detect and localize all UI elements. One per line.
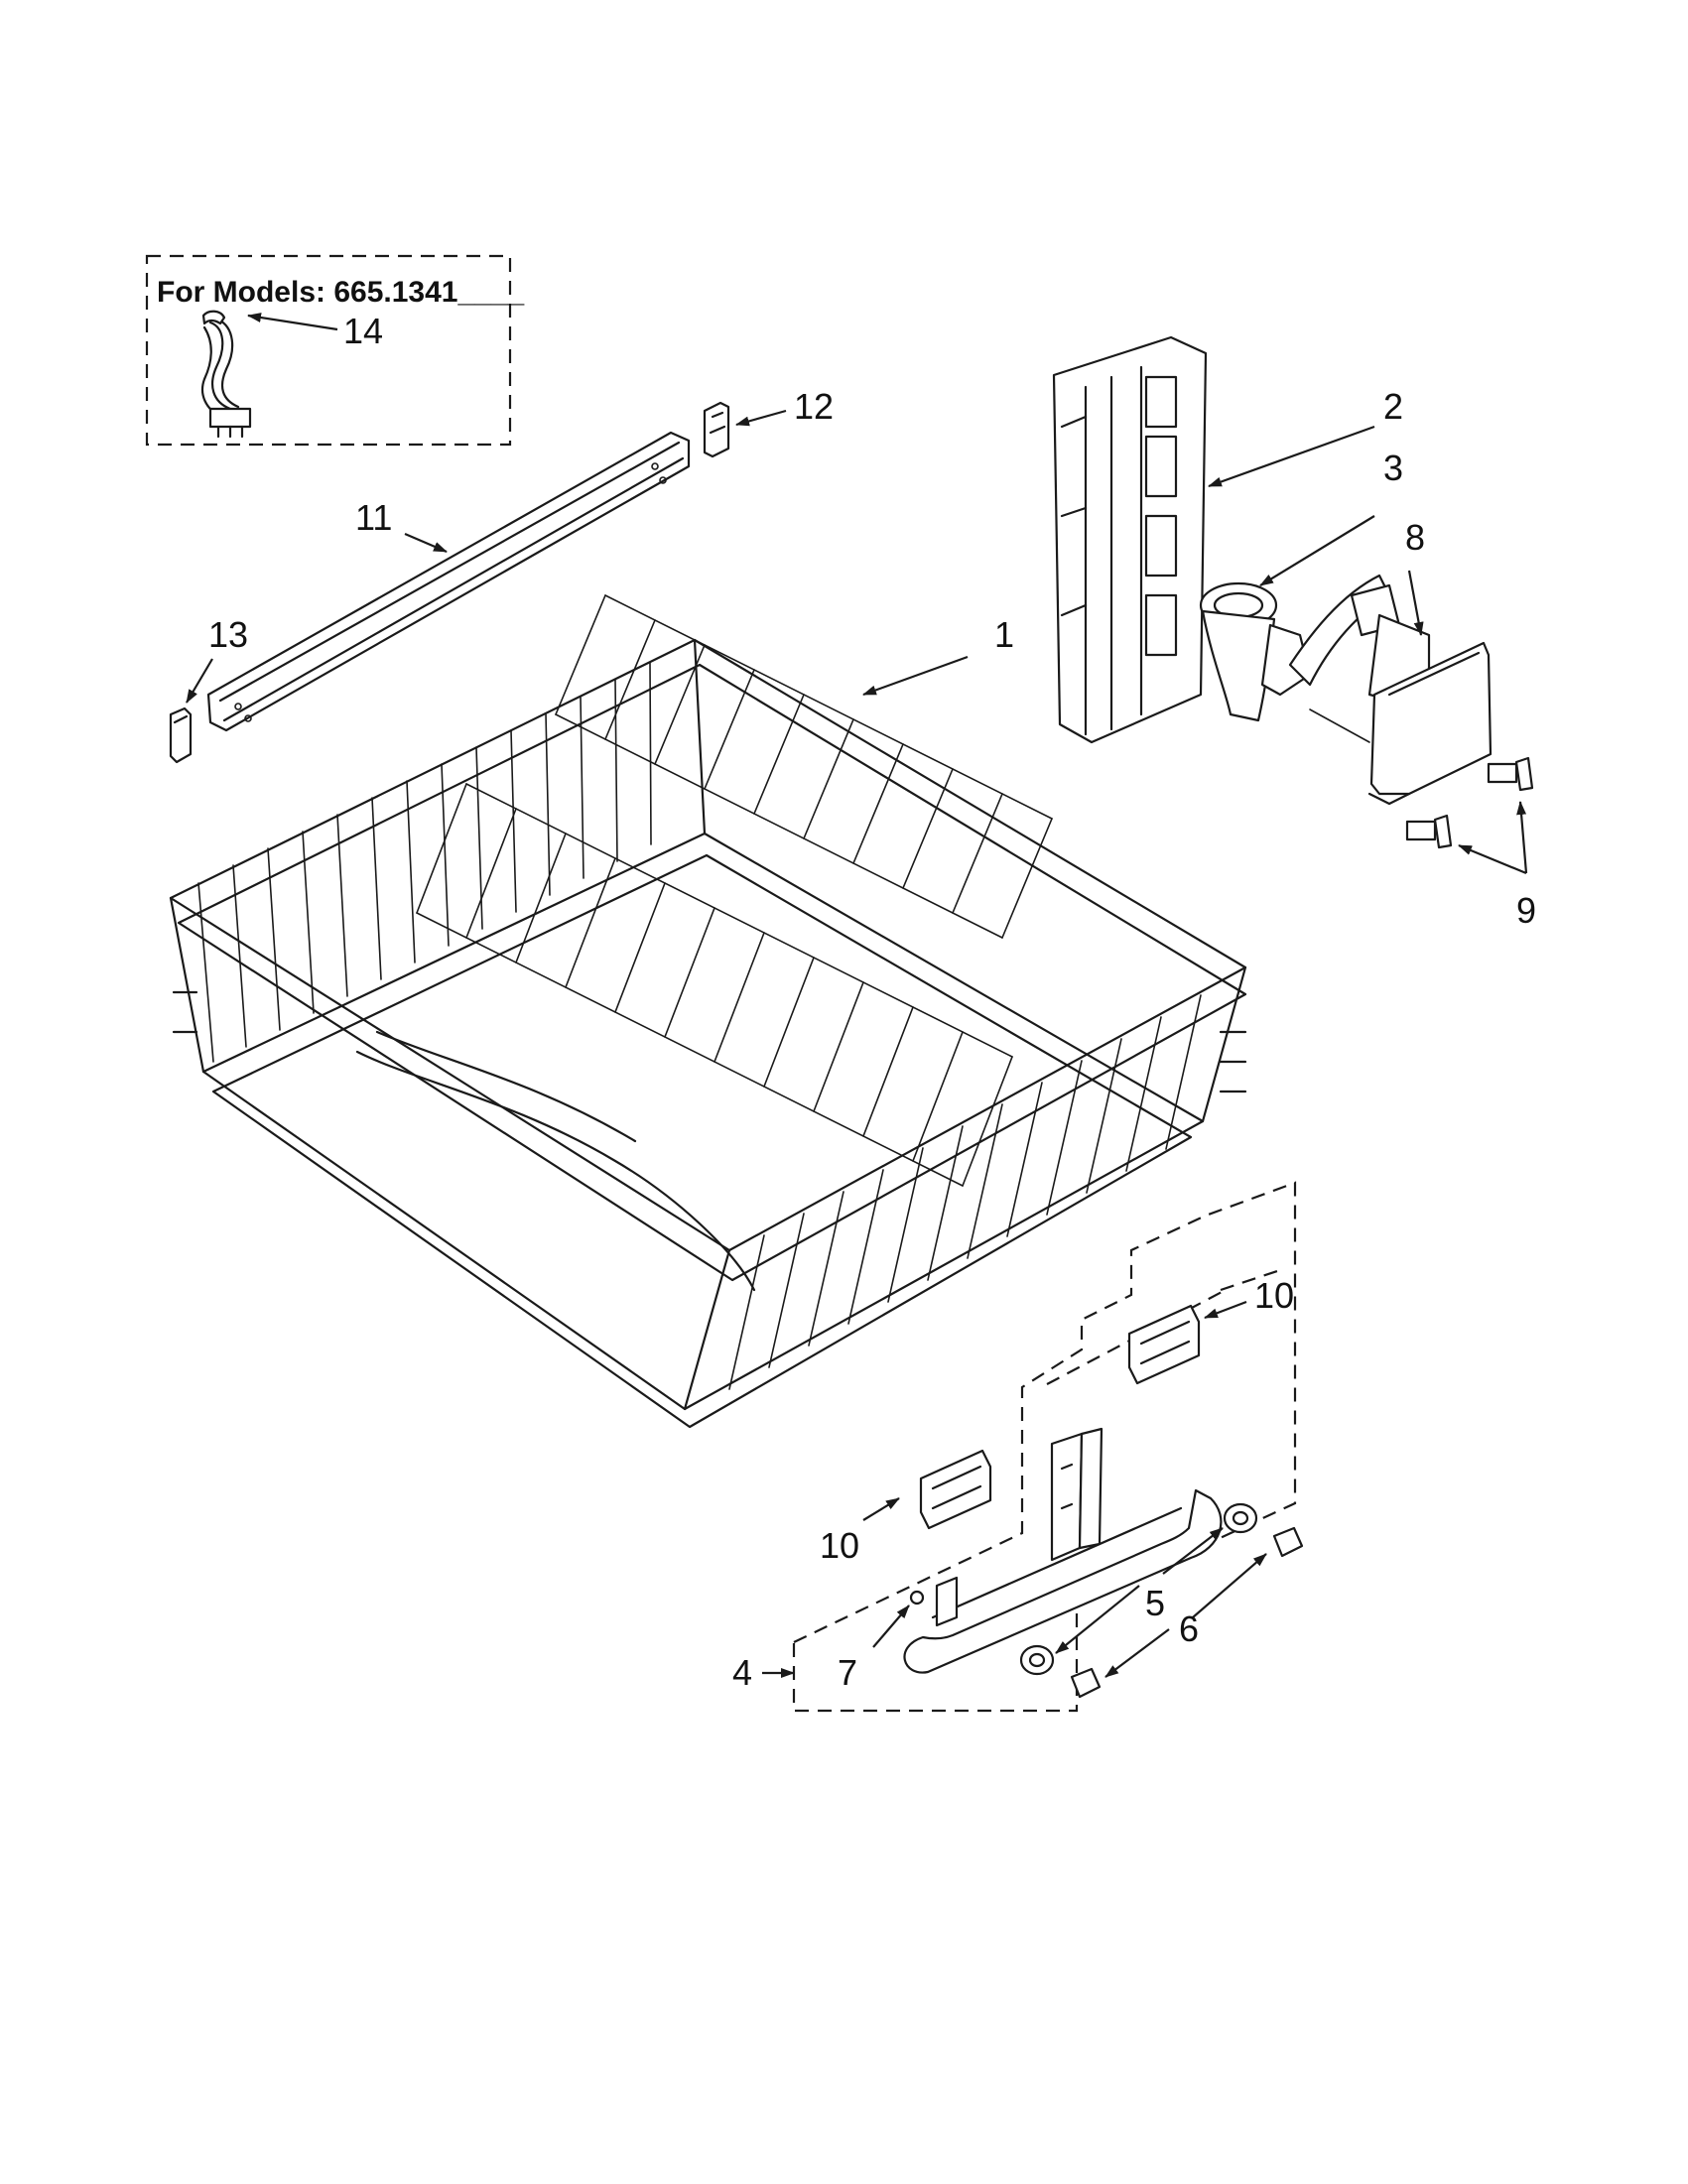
part-7-screw: [909, 1590, 925, 1606]
part-1-dish-rack: [169, 594, 1247, 1429]
part-8-cover: [1288, 574, 1493, 806]
callout-9: 9: [1516, 890, 1536, 931]
part-13-end-cap: [169, 707, 193, 764]
callout-4: 4: [732, 1652, 752, 1693]
callout-13: 13: [208, 614, 248, 655]
part-10-guide-left: [919, 1449, 992, 1530]
part-3-release-handle: [1199, 581, 1312, 722]
callout-2: 2: [1383, 386, 1403, 427]
part-14-wire-harness: [200, 310, 252, 439]
part-2-adjuster-housing: [1052, 335, 1208, 744]
part-5-wheels: [1019, 1502, 1258, 1676]
callout-3: 3: [1383, 448, 1403, 488]
part-4-assembly-outline: [792, 1181, 1297, 1713]
callout-12: 12: [794, 386, 834, 427]
part-9-screws: [1405, 756, 1534, 849]
callout-1: 1: [994, 614, 1014, 655]
model-note-box: For Models: 665.1341____: [145, 254, 525, 447]
callout-6: 6: [1179, 1608, 1199, 1649]
model-note-text: For Models: 665.1341____: [157, 276, 525, 309]
part-12-clip: [703, 401, 730, 458]
callout-10-right: 10: [1254, 1275, 1294, 1316]
part-10-guide-right: [1127, 1304, 1201, 1385]
part-11-rail: [206, 431, 691, 732]
part-6-axles: [1070, 1526, 1304, 1699]
callout-11: 11: [355, 497, 392, 538]
part-4-bracket: [903, 1427, 1223, 1674]
callout-8: 8: [1405, 517, 1425, 558]
callout-5: 5: [1145, 1583, 1165, 1623]
callout-10-left: 10: [820, 1525, 859, 1566]
callout-7: 7: [838, 1652, 857, 1693]
callout-14: 14: [343, 311, 383, 351]
